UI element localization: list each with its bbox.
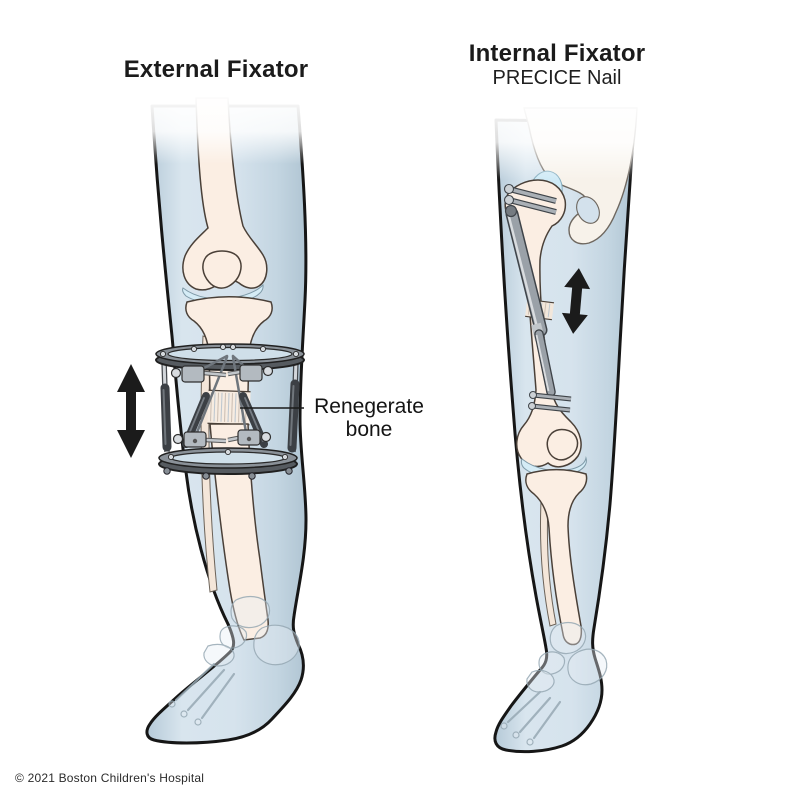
internal-fixator-subtitle: PRECICE Nail [492,67,622,89]
distraction-arrow-icon [117,364,145,458]
right-top-fade [478,96,663,180]
left-top-fade [138,92,353,164]
internal-fixator-title: Internal Fixator [468,40,646,67]
distraction-arrow-icon [561,268,591,334]
fixator-top-ring [155,343,305,371]
renegerate-bone-label-line1: Renegerate [314,395,424,418]
obturator-foramen [576,196,600,224]
fixator-lower-clamps [172,429,272,448]
copyright-text: © 2021 Boston Children's Hospital [15,771,205,785]
distal-locking-screws [528,391,572,413]
precice-nail [503,183,572,413]
renegerate-bone-label-line2: bone [345,418,393,441]
fixator-upper-clamps [170,364,274,383]
fixator-side-struts [160,379,300,453]
right-fibula-bone [539,501,557,627]
proximal-locking-screws [503,183,557,215]
external-fixator-illustration [117,92,353,745]
internal-fixator-illustration [478,96,663,754]
left-tibia-lower-segment [209,423,269,641]
right-tibia-bone [525,468,588,646]
left-foot-bones [168,595,300,726]
left-patella-bone [202,250,242,289]
right-patella-bone [546,428,579,461]
external-fixator-device [155,343,305,480]
nail-top-cap [504,204,518,218]
right-foot-bones [500,621,608,746]
fixator-bottom-ring [158,447,298,480]
external-fixator-title: External Fixator [123,56,309,83]
renegerate-bone-label: Renegerate bone [302,395,436,441]
